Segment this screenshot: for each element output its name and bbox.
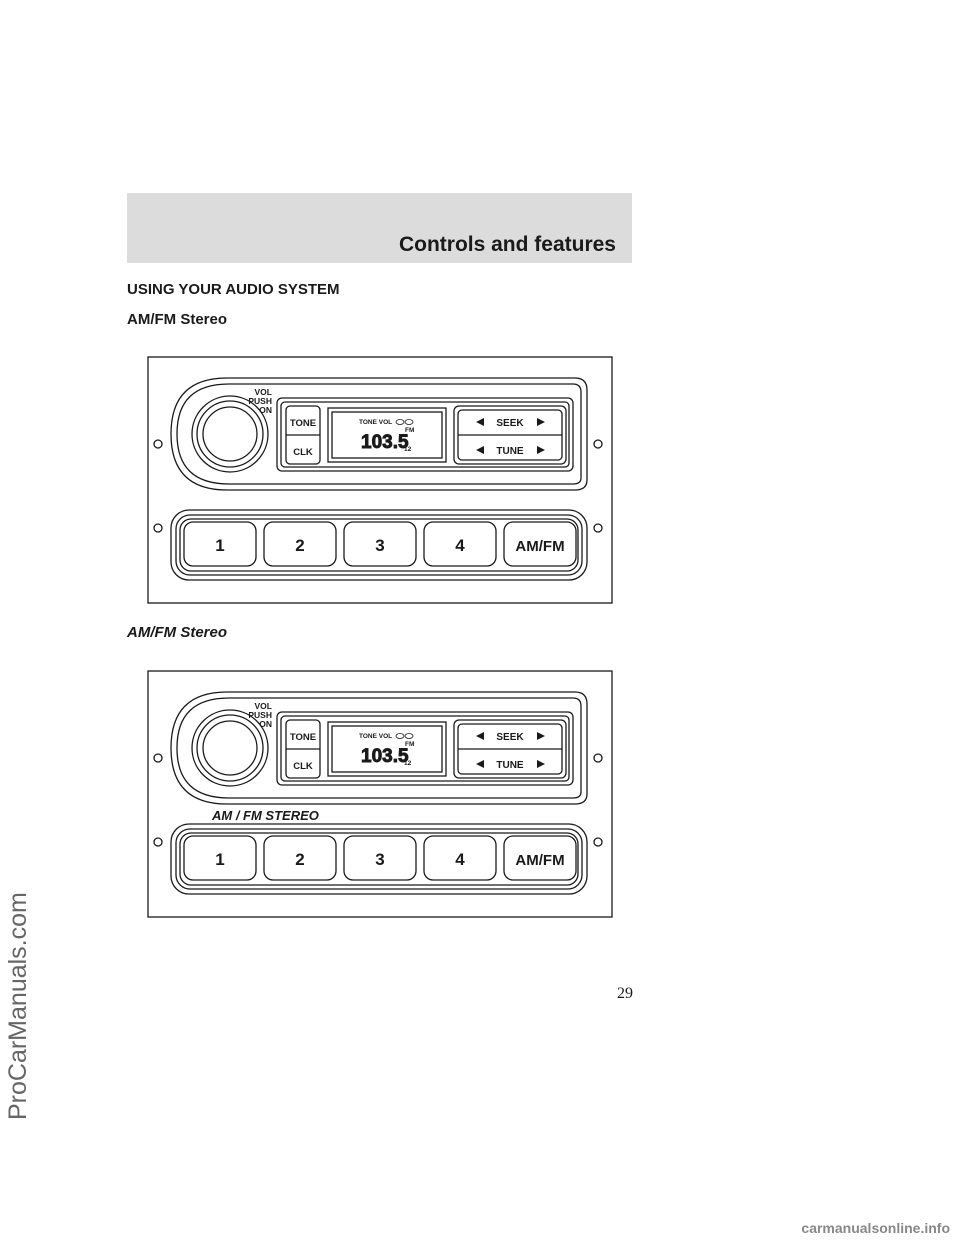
svg-text:AM/FM: AM/FM	[515, 538, 564, 555]
volume-knob[interactable]	[191, 395, 269, 473]
svg-text:12: 12	[404, 760, 412, 767]
preset-button-1[interactable]: 1	[183, 835, 257, 881]
preset-button-4[interactable]: 4	[423, 835, 497, 881]
screw-hole	[593, 523, 603, 533]
svg-text:4: 4	[455, 850, 465, 869]
preset-button-3[interactable]: 3	[343, 521, 417, 567]
svg-text:2: 2	[295, 536, 304, 555]
footer-watermark: carmanualsonline.info	[801, 1220, 950, 1236]
svg-text:12: 12	[404, 446, 412, 453]
svg-text:1: 1	[215, 850, 224, 869]
svg-text:TONE: TONE	[290, 732, 316, 743]
seek-tune-button[interactable]: SEEK TUNE	[453, 405, 567, 465]
knob-label: ON	[259, 719, 272, 729]
svg-text:CLK: CLK	[293, 761, 313, 772]
screw-hole	[593, 439, 603, 449]
svg-text:3: 3	[375, 536, 384, 555]
svg-text:CLK: CLK	[293, 447, 313, 458]
section-heading: USING YOUR AUDIO SYSTEM	[127, 281, 340, 298]
side-watermark: ProCarManuals.com	[4, 892, 32, 1120]
svg-text:2: 2	[295, 850, 304, 869]
tone-clk-button[interactable]: TONE CLK	[285, 719, 321, 779]
faceplate-label: AM / FM STEREO	[211, 808, 319, 823]
page-title: Controls and features	[398, 233, 616, 256]
screw-hole	[593, 837, 603, 847]
svg-text:TONE VOL: TONE VOL	[359, 419, 392, 426]
preset-button-4[interactable]: 4	[423, 521, 497, 567]
preset-button-3[interactable]: 3	[343, 835, 417, 881]
subsection-heading: AM/FM Stereo	[127, 311, 228, 328]
screw-hole	[153, 523, 163, 533]
header-band: Controls and features	[127, 193, 632, 263]
svg-text:3: 3	[375, 850, 384, 869]
knob-label: VOL	[255, 387, 272, 397]
screw-hole	[153, 439, 163, 449]
svg-text:103.5: 103.5	[361, 432, 409, 453]
knob-label: ON	[259, 405, 272, 415]
seek-tune-button[interactable]: SEEK TUNE	[453, 719, 567, 779]
svg-text:103.5: 103.5	[361, 746, 409, 767]
svg-text:AM/FM: AM/FM	[515, 852, 564, 869]
tone-clk-button[interactable]: TONE CLK	[285, 405, 321, 465]
preset-button-am-fm[interactable]: AM/FM	[503, 521, 577, 567]
svg-text:SEEK: SEEK	[496, 418, 524, 429]
svg-text:TUNE: TUNE	[496, 446, 524, 457]
svg-text:TONE: TONE	[290, 418, 316, 429]
svg-text:FM: FM	[405, 741, 414, 748]
preset-button-2[interactable]: 2	[263, 835, 337, 881]
svg-text:TUNE: TUNE	[496, 760, 524, 771]
knob-label: PUSH	[248, 710, 272, 720]
volume-knob[interactable]	[191, 709, 269, 787]
screw-hole	[593, 753, 603, 763]
svg-text:SEEK: SEEK	[496, 732, 524, 743]
knob-label: PUSH	[248, 396, 272, 406]
page-number: 29	[617, 985, 633, 1002]
svg-text:TONE VOL: TONE VOL	[359, 733, 392, 740]
svg-text:4: 4	[455, 536, 465, 555]
knob-label: VOL	[255, 701, 272, 711]
preset-button-1[interactable]: 1	[183, 521, 257, 567]
svg-text:FM: FM	[405, 427, 414, 434]
screw-hole	[153, 753, 163, 763]
screw-hole	[153, 837, 163, 847]
preset-button-am-fm[interactable]: AM/FM	[503, 835, 577, 881]
preset-button-2[interactable]: 2	[263, 521, 337, 567]
figure-caption: AM/FM Stereo	[127, 624, 228, 641]
svg-text:1: 1	[215, 536, 224, 555]
